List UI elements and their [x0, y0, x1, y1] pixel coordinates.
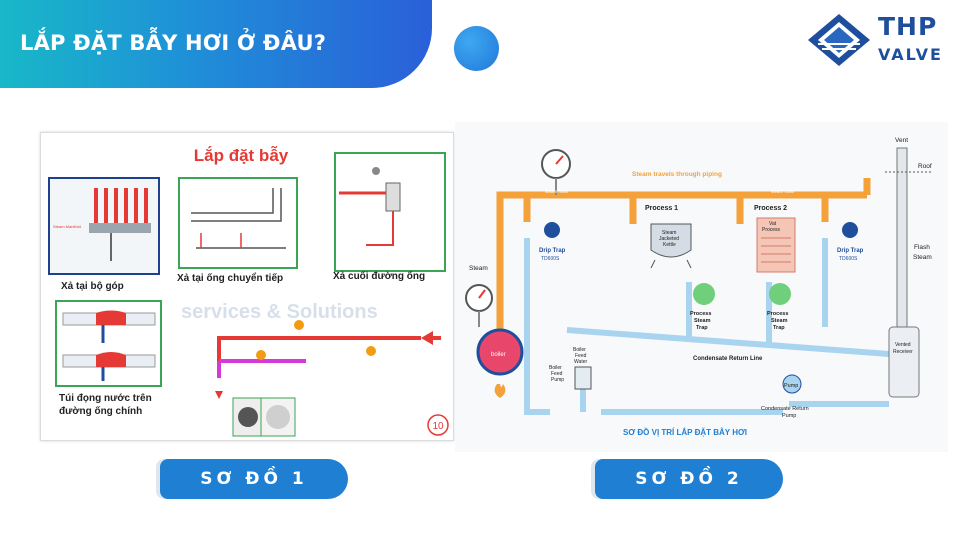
return-pump-label-2: Pump: [782, 413, 796, 419]
feed-pump-label-1: Boiler: [549, 365, 562, 371]
label-transition-drain: Xả tại ống chuyển tiếp: [177, 272, 283, 284]
feed-water-label-3: Water: [574, 359, 587, 365]
process-trap-2-label-1: Process: [767, 311, 788, 317]
condensate-pump-icon: [782, 374, 802, 394]
diagram-1-heading: Lắp đặt bẫy: [194, 146, 289, 165]
label-pocket-line2: đường ống chính: [59, 405, 142, 417]
boiler-feed-tank: [574, 366, 592, 390]
page-title: LẮP ĐẶT BẪY HƠI Ở ĐÂU?: [20, 31, 327, 55]
drip-trap-left-icon: [544, 222, 560, 238]
small-manifold-label: Steam Manifold: [53, 224, 81, 229]
transition-sketch: [178, 177, 298, 269]
watermark-text: services & Solutions: [181, 301, 378, 323]
drip-trap-left-label: Drip Trap: [539, 248, 566, 254]
drip-trap-right-icon: [842, 222, 858, 238]
process-2-label: Process 2: [754, 205, 787, 212]
flash-steam-label-1: Flash: [914, 244, 930, 251]
steam-main-label-2: steam main: [771, 189, 795, 194]
steam-main-pipe: [496, 178, 871, 332]
process-trap-2-label-3: Trap: [773, 325, 785, 331]
flash-steam-label-2: Steam: [913, 254, 932, 261]
vent-label: Vent: [895, 137, 908, 144]
kettle-label-3: Kettle: [663, 242, 676, 248]
feed-water-label-2: Feed: [575, 353, 587, 359]
logo-text-thp: THP: [878, 12, 938, 41]
piping-network-sketch: [215, 320, 441, 437]
vented-receiver-icon: [885, 147, 931, 398]
condensate-return-line-label: Condensate Return Line: [693, 356, 763, 362]
process-trap-1-icon: [693, 283, 715, 305]
pipe-end-sketch: [334, 152, 446, 272]
process-trap-2-label-2: Steam: [771, 318, 788, 324]
diagram-2-caption: SƠ ĐỒ 2: [595, 459, 783, 499]
label-pipe-end-drain: Xả cuối đường ống: [333, 270, 425, 282]
pressure-gauge-icon: [465, 284, 493, 327]
company-logo: THP VALVE: [808, 12, 948, 72]
pocket-sketch: [55, 300, 162, 387]
jacketed-kettle-icon: [650, 223, 692, 269]
steam-label: Steam: [469, 265, 488, 272]
roof-label: Roof: [918, 163, 932, 170]
feed-pump-label-2: Feed: [551, 371, 563, 377]
boiler-icon: [476, 328, 524, 398]
logo-diamond-icon: [808, 14, 870, 66]
vented-receiver-label-1: Vented: [895, 342, 911, 348]
manifold-sketch: Steam Manifold: [48, 177, 160, 275]
drip-trap-right-model: TD600S: [839, 256, 858, 262]
steam-main-label-1: steam main: [545, 189, 569, 194]
page-number-badge: 10: [427, 414, 449, 436]
condensate-pipe: [524, 238, 890, 415]
vented-receiver-label-2: Receiver: [893, 349, 913, 355]
label-manifold-drain: Xả tại bộ góp: [61, 281, 124, 292]
process-trap-1-label-1: Process: [690, 311, 711, 317]
diagram-1-panel: Lắp đặt bẫy services & Solutions Steam M…: [40, 132, 454, 441]
logo-text-valve: VALVE: [878, 45, 943, 64]
kettle-label-1: Steam: [662, 230, 676, 236]
label-pocket-line1: Túi đọng nước trên: [59, 393, 152, 404]
boiler-label: boiler: [491, 352, 506, 358]
process-1-label: Process 1: [645, 205, 678, 212]
title-banner: LẮP ĐẶT BẪY HƠI Ở ĐÂU?: [0, 0, 432, 88]
diagram-2-footer: SƠ ĐỒ VỊ TRÍ LẮP ĐẶT BẪY HƠI: [623, 427, 747, 437]
diagram-2-image: Drip Trap TD600S Drip Trap TD600S Steam …: [465, 137, 932, 437]
process-trap-2-icon: [769, 283, 791, 305]
vat-label-1: Vat: [769, 221, 777, 227]
vat-label-2: Process: [762, 227, 781, 233]
drip-trap-left-model: TD600S: [541, 256, 560, 262]
diagram-1-caption: SƠ ĐỒ 1: [160, 459, 348, 499]
page-number: 10: [432, 421, 444, 432]
process-trap-1-label-2: Steam: [694, 318, 711, 324]
kettle-label-2: Jacketed: [659, 236, 679, 242]
drip-trap-right-label: Drip Trap: [837, 248, 864, 254]
diagram-1-image: Lắp đặt bẫy services & Solutions Steam M…: [48, 146, 449, 437]
decorative-circle: [454, 26, 499, 71]
vat-process-icon: [756, 217, 796, 273]
steam-travels-label: Steam travels through piping: [632, 171, 722, 178]
feed-pump-label-3: Pump: [551, 377, 564, 383]
diagram-2-panel: Drip Trap TD600S Drip Trap TD600S Steam …: [455, 122, 948, 452]
process-trap-1-label-3: Trap: [696, 325, 708, 331]
return-pump-label-1: Condensate Return: [761, 406, 809, 412]
pump-label: Pump: [784, 383, 798, 389]
pressure-gauge-icon: [541, 149, 571, 195]
feed-water-label-1: Boiler: [573, 347, 586, 353]
